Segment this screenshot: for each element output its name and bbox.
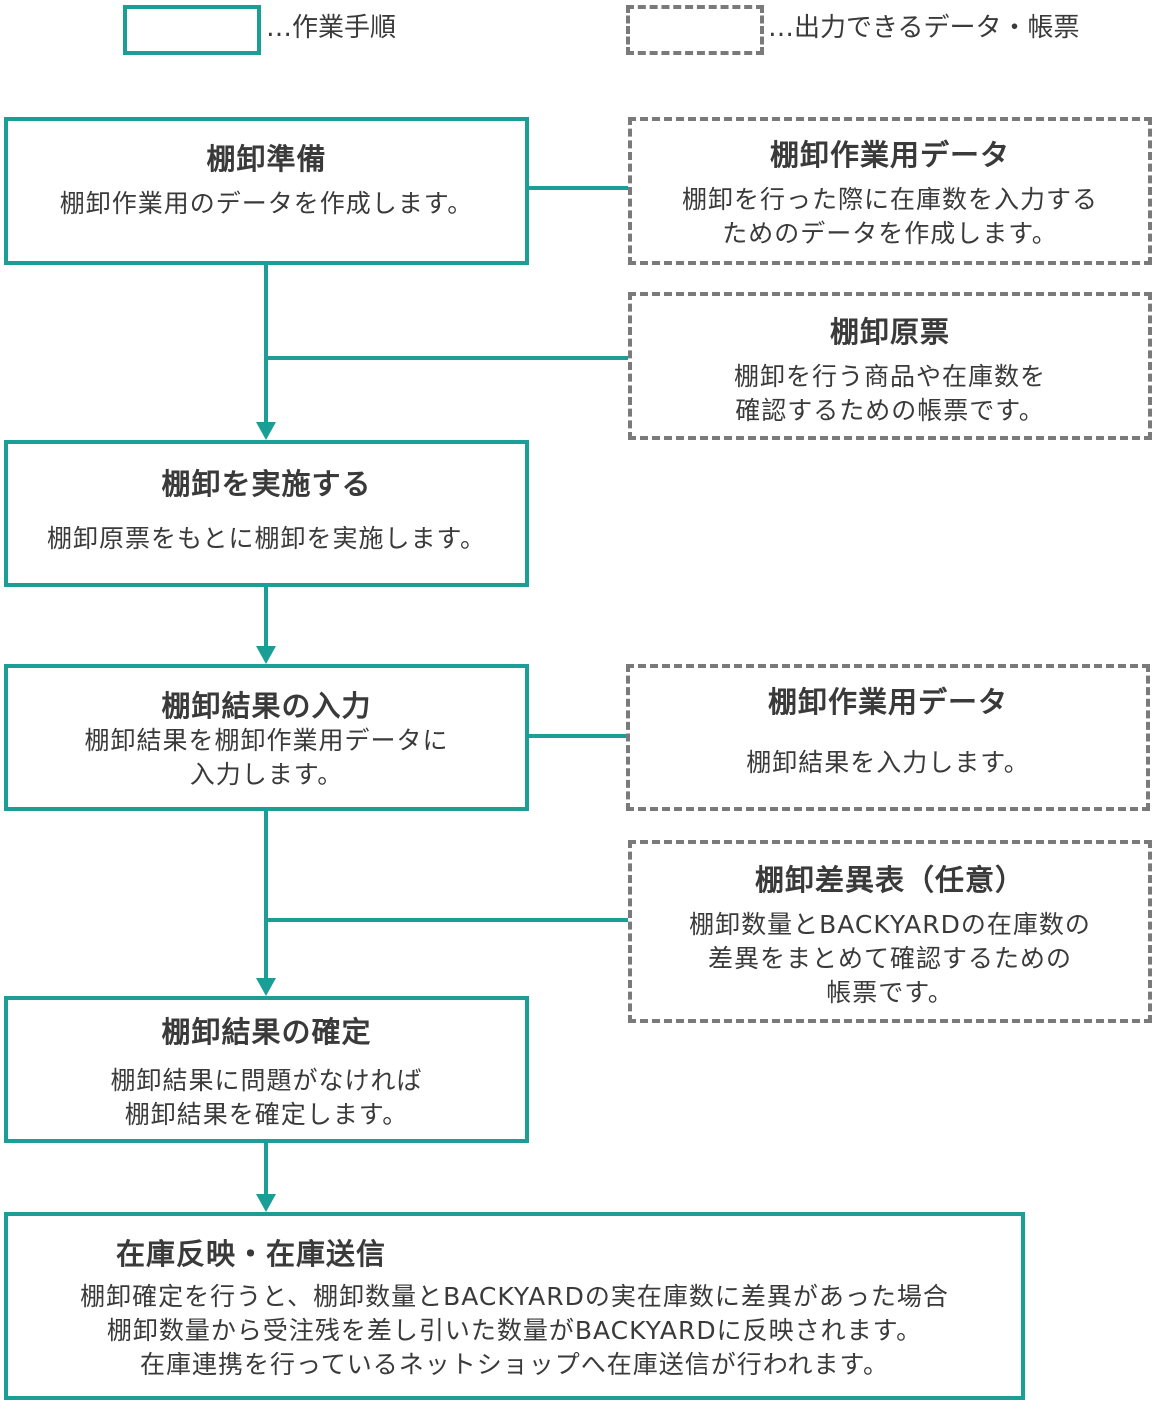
arrowhead-step4 [256, 978, 276, 996]
step-desc-line: 棚卸結果を確定します。 [124, 1100, 409, 1129]
output-desc-line: 帳票です。 [826, 978, 954, 1007]
step-title: 棚卸準備 [206, 142, 327, 176]
step-desc-line: 棚卸結果に問題がなければ [110, 1066, 423, 1095]
output-desc-line: 確認するための帳票です。 [735, 396, 1045, 425]
arrowhead-step2 [256, 422, 276, 440]
step-title: 在庫反映・在庫送信 [116, 1237, 387, 1271]
output-desc-line: 差異をまとめて確認するための [707, 944, 1072, 973]
output-desc-line: 棚卸を行う商品や在庫数を [733, 362, 1046, 391]
output-title: 棚卸作業用データ [767, 685, 1008, 719]
step-confirm-results: 棚卸結果の確定 棚卸結果に問題がなければ 棚卸結果を確定します。 [4, 996, 529, 1143]
step-title: 棚卸結果の入力 [161, 689, 372, 723]
output-desc-line: 棚卸を行った際に在庫数を入力する [681, 185, 1098, 214]
step-desc-line: 棚卸確定を行うと、棚卸数量とBACKYARDの実在庫数に差異があった場合 [80, 1282, 949, 1311]
step-desc-line: 入力します。 [189, 760, 344, 789]
step-input-results: 棚卸結果の入力 棚卸結果を棚卸作業用データに 入力します。 [4, 664, 529, 811]
output-work-data: 棚卸作業用データ 棚卸を行った際に在庫数を入力する ためのデータを作成します。 [628, 117, 1152, 265]
legend-step-label: …作業手順 [266, 13, 397, 43]
output-title: 棚卸原票 [829, 315, 950, 349]
legend-step-swatch [123, 5, 261, 55]
output-desc-line: ためのデータを作成します。 [722, 219, 1058, 248]
step-desc-line: 在庫連携を行っているネットショップへ在庫送信が行われます。 [139, 1350, 889, 1379]
step-title: 棚卸結果の確定 [161, 1015, 372, 1049]
output-desc-line: 棚卸数量とBACKYARDの在庫数の [689, 910, 1091, 939]
step-desc: 棚卸作業用のデータを作成します。 [59, 189, 474, 218]
step-conduct-inventory: 棚卸を実施する 棚卸原票をもとに棚卸を実施します。 [4, 440, 529, 587]
output-work-data-input: 棚卸作業用データ 棚卸結果を入力します。 [626, 664, 1150, 811]
step-inventory-preparation: 棚卸準備 棚卸作業用のデータを作成します。 [4, 117, 529, 265]
output-difference-report: 棚卸差異表（任意） 棚卸数量とBACKYARDの在庫数の 差異をまとめて確認する… [628, 840, 1152, 1023]
step-desc-line: 棚卸数量から受注残を差し引いた数量がBACKYARDに反映されます。 [106, 1316, 923, 1345]
step-stock-reflect-send: 在庫反映・在庫送信 棚卸確定を行うと、棚卸数量とBACKYARDの実在庫数に差異… [4, 1212, 1025, 1400]
step-desc: 棚卸原票をもとに棚卸を実施します。 [46, 524, 486, 553]
output-title: 棚卸作業用データ [769, 138, 1010, 172]
step-title: 棚卸を実施する [161, 467, 372, 501]
arrowhead-step5 [256, 1194, 276, 1212]
step-desc-line: 棚卸結果を棚卸作業用データに [84, 726, 449, 755]
legend-output-swatch [626, 5, 764, 55]
legend-output-label: …出力できるデータ・帳票 [768, 13, 1080, 43]
output-desc-line: 棚卸結果を入力します。 [746, 748, 1030, 777]
output-inventory-sheet: 棚卸原票 棚卸を行う商品や在庫数を 確認するための帳票です。 [628, 292, 1152, 440]
output-title: 棚卸差異表（任意） [754, 863, 1025, 897]
arrowhead-step3 [256, 646, 276, 664]
